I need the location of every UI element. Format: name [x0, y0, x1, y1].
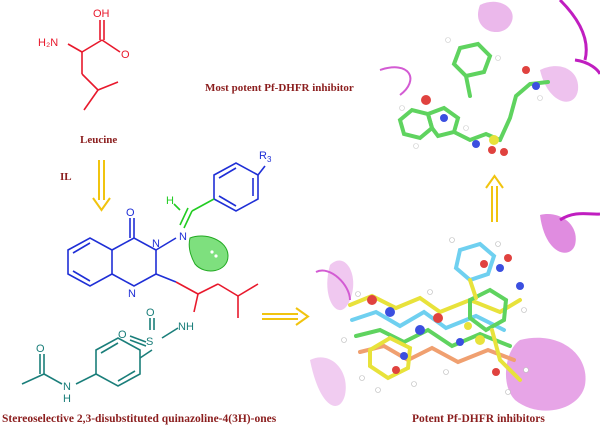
lone-pair-lobe	[188, 235, 229, 272]
r-group-letter: R	[259, 150, 267, 162]
reaction-arrow	[92, 160, 111, 212]
side-chain-nh: NH	[178, 321, 194, 333]
potent-caption-text: Potent Pf-DHFR inhibitors	[412, 413, 545, 425]
carbonyl-o: O	[126, 207, 135, 219]
leucine-label: Leucine	[80, 134, 118, 146]
acetanilide-ring	[21, 337, 141, 387]
r-group: R3	[259, 150, 272, 164]
docking-panel	[310, 212, 600, 411]
so-oxygen-1: O	[146, 307, 155, 319]
most-potent-caption: Most potent Pf-DHFR inhibitor	[205, 82, 354, 94]
product-caption-text: Stereoselective 2,3-disubstituted quinaz…	[2, 413, 277, 425]
imine-bond	[173, 198, 215, 229]
most-potent-caption-text: Most potent Pf-DHFR inhibitor	[205, 82, 354, 94]
selection-arrow	[485, 174, 504, 222]
side-chain	[175, 281, 259, 318]
r-group-sub: 3	[267, 155, 272, 164]
imine-h: H	[166, 195, 174, 207]
quinazolinone-core	[67, 218, 177, 287]
reaction-condition: IL	[60, 171, 72, 183]
so-oxygen-2: O	[118, 329, 127, 341]
amide-h: H	[63, 393, 71, 405]
leucine-nh2: H₂N	[38, 37, 58, 49]
docking-arrow	[262, 307, 310, 326]
product-caption: Stereoselective 2,3-disubstituted quinaz…	[2, 413, 276, 425]
imine-n: N	[179, 231, 187, 243]
amide-o: O	[36, 343, 45, 355]
sulfur: S	[146, 336, 153, 348]
ring-n3: N	[152, 238, 160, 250]
leucine-structure	[67, 20, 121, 111]
leucine-oh: OH	[93, 8, 110, 20]
sulfonamide-group	[129, 318, 179, 359]
ring-n1: N	[128, 288, 136, 300]
benzylidene-ring	[213, 162, 266, 212]
leucine-o: O	[121, 49, 130, 61]
top-protein-panel	[379, 0, 600, 170]
potent-caption: Potent Pf-DHFR inhibitors	[412, 413, 545, 425]
amide-n: N	[63, 381, 71, 393]
